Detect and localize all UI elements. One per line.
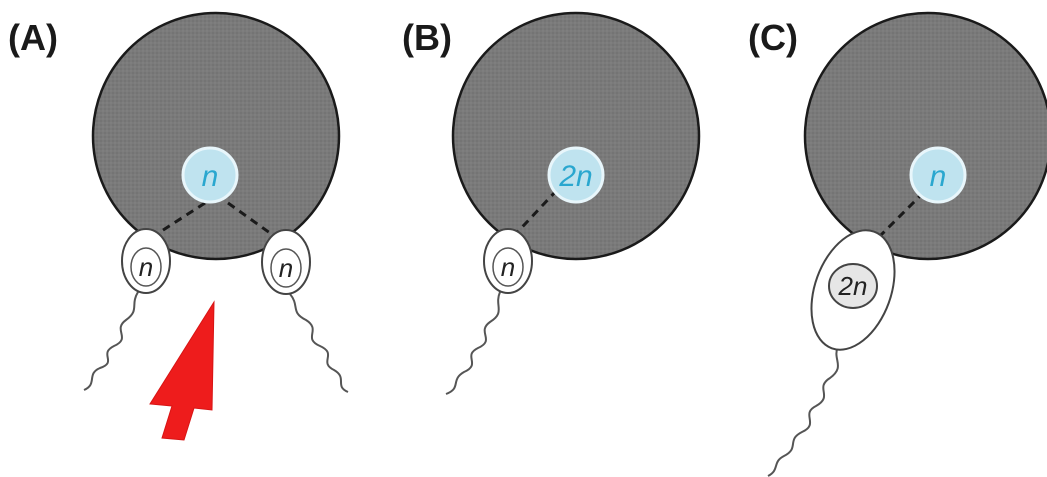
egg-nucleus-c xyxy=(909,146,967,204)
egg-cell-b xyxy=(451,11,701,261)
sperm-a-right: n xyxy=(261,229,349,393)
panel-a: (A) n n n xyxy=(8,11,349,441)
sperm-nucleus xyxy=(270,248,302,288)
sperm-a-left-label: n xyxy=(139,252,153,282)
panel-c: (C) n 2n xyxy=(748,11,1047,477)
panel-c-label: (C) xyxy=(748,17,798,58)
egg-cell-c xyxy=(803,11,1047,261)
sperm-tail xyxy=(767,345,839,477)
sperm-nucleus xyxy=(492,247,524,287)
sperm-c: 2n xyxy=(767,229,896,477)
egg-nucleus-b xyxy=(547,146,605,204)
panel-a-label: (A) xyxy=(8,17,58,58)
egg-cell-a xyxy=(91,11,341,261)
egg-nucleus-c-label: n xyxy=(930,160,947,193)
sperm-b-label: n xyxy=(501,252,515,282)
sperm-tail xyxy=(83,291,139,391)
egg-nucleus-b-label: 2n xyxy=(558,160,592,193)
path-c xyxy=(874,190,926,242)
sperm-b: n xyxy=(445,228,533,395)
sperm-a-left: n xyxy=(83,228,171,391)
sperm-nucleus xyxy=(828,263,878,309)
red-arrow-icon xyxy=(149,300,215,441)
sperm-c-label: 2n xyxy=(838,271,868,301)
sperm-nucleus xyxy=(130,247,162,287)
egg-nucleus-a-label: n xyxy=(202,160,219,193)
sperm-a-right-label: n xyxy=(279,253,293,283)
panel-b: (B) 2n n xyxy=(402,11,701,395)
sperm-tail xyxy=(445,291,501,395)
sperm-tail xyxy=(289,293,349,393)
panel-b-label: (B) xyxy=(402,17,452,58)
egg-nucleus-a xyxy=(181,146,239,204)
